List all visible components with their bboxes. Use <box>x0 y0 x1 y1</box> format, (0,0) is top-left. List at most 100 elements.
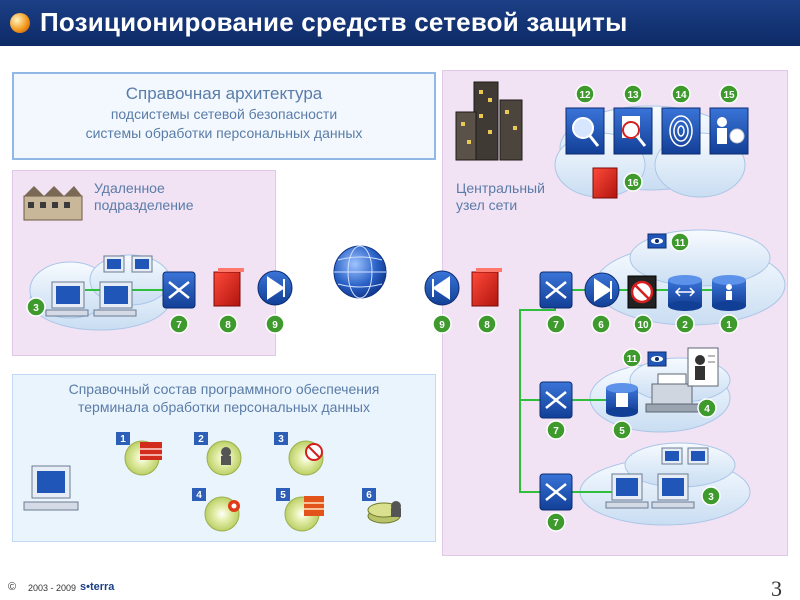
fingerprint-icon <box>661 107 701 155</box>
pc-icon <box>651 473 695 509</box>
soft-settings-cd-icon <box>204 496 240 532</box>
pc-icon <box>661 447 683 465</box>
svg-text:11: 11 <box>675 238 686 249</box>
badge-biometric: 14 <box>671 84 691 104</box>
svg-text:8: 8 <box>225 320 231 331</box>
pc-icon <box>45 281 89 317</box>
central-vpn-gateway-icon <box>424 270 460 306</box>
remote-office-label-2: подразделение <box>94 197 194 213</box>
user-server-icon <box>712 275 746 311</box>
badge-central-firewall: 8 <box>477 314 497 334</box>
badge-ids: 12 <box>575 84 595 104</box>
svg-text:8: 8 <box>484 320 490 331</box>
badge-certificate: 15 <box>719 84 739 104</box>
certificate-icon <box>709 107 749 155</box>
badge-remote-firewall: 8 <box>218 314 238 334</box>
printer-icon <box>645 373 699 413</box>
remote-workstations-icon <box>45 255 153 317</box>
internet-globe-icon <box>333 245 387 299</box>
badge-pcs-bottom: 3 <box>701 486 721 506</box>
pc-icon <box>93 281 137 317</box>
central-firewall-icon <box>471 268 502 307</box>
svg-text:6: 6 <box>366 490 372 501</box>
central-switch-icon <box>539 271 573 309</box>
footer-brand-logo: s•terra <box>80 581 115 593</box>
pc-icon <box>687 447 709 465</box>
page-number: 3 <box>771 576 782 600</box>
svg-text:16: 16 <box>627 178 639 189</box>
pc-icon <box>103 255 125 273</box>
pc-icon <box>131 255 153 273</box>
svg-text:11: 11 <box>627 354 638 365</box>
soft-firewall-cd-icon <box>124 440 162 476</box>
badge-central-vpn: 9 <box>432 314 452 334</box>
monitoring-eye-2-icon <box>647 351 667 367</box>
badge-central-switch: 7 <box>546 314 566 334</box>
svg-text:12: 12 <box>579 90 591 101</box>
monitoring-eye-icon <box>647 233 667 249</box>
remote-switch-icon <box>162 271 196 309</box>
database-server-icon <box>668 275 702 311</box>
badge-remote-switch: 7 <box>169 314 189 334</box>
soft-workstation-icon <box>23 465 79 511</box>
software-title-1: Справочный состав программного обеспечен… <box>68 381 380 397</box>
badge-scanner: 13 <box>623 84 643 104</box>
svg-text:7: 7 <box>553 320 559 331</box>
mid-switch-icon <box>539 381 573 419</box>
architecture-subtitle-2: системы обработки персональных данных <box>85 125 363 141</box>
soft-tag-5: 5 <box>276 488 290 501</box>
svg-text:9: 9 <box>272 320 278 331</box>
badge-server-docs: 5 <box>612 420 632 440</box>
remote-office-label-1: Удаленное <box>94 180 165 196</box>
svg-text:5: 5 <box>619 426 625 437</box>
title-bar: Позиционирование средств сетевой защиты <box>0 0 800 46</box>
central-node-label-1: Центральный <box>456 180 545 196</box>
badge-remote-pcs: 3 <box>26 297 46 317</box>
badge-server-db: 2 <box>675 314 695 334</box>
svg-text:4: 4 <box>196 490 202 501</box>
svg-text:10: 10 <box>637 320 649 331</box>
remote-office-label: Удаленное подразделение <box>94 180 194 214</box>
svg-text:7: 7 <box>176 320 182 331</box>
bottom-workstations-icon <box>605 447 709 509</box>
badge-remote-vpn: 9 <box>265 314 285 334</box>
soft-access-control-cd-icon <box>284 496 324 532</box>
svg-text:5: 5 <box>280 490 286 501</box>
architecture-title: Справочная архитектура <box>125 84 323 103</box>
svg-text:3: 3 <box>33 303 39 314</box>
soft-tag-2: 2 <box>194 432 208 445</box>
badge-red-box: 16 <box>623 172 643 192</box>
pc-icon <box>605 473 649 509</box>
soft-tag-4: 4 <box>192 488 206 501</box>
soft-tag-3: 3 <box>274 432 288 445</box>
svg-text:2: 2 <box>198 434 204 445</box>
soft-tag-6: 6 <box>362 488 376 501</box>
documents-server-icon <box>606 383 638 417</box>
factory-icon <box>23 186 83 221</box>
svg-text:3: 3 <box>278 434 284 445</box>
intrusion-detection-icon <box>565 107 605 155</box>
antivirus-icon <box>627 275 657 309</box>
bottom-switch-icon <box>539 473 573 511</box>
architecture-panel <box>12 72 436 160</box>
user-profile-card-icon <box>687 347 719 387</box>
svg-text:7: 7 <box>553 426 559 437</box>
security-scanner-icon <box>613 107 653 155</box>
soft-tag-1: 1 <box>116 432 130 445</box>
badge-switch-mid: 7 <box>546 420 566 440</box>
svg-text:1: 1 <box>120 434 126 445</box>
title-bullet-icon <box>10 13 30 33</box>
page-title: Позиционирование средств сетевой защиты <box>40 7 628 37</box>
remote-vpn-gateway-icon <box>257 270 293 306</box>
remote-firewall-icon <box>213 268 244 307</box>
svg-text:6: 6 <box>598 320 604 331</box>
svg-text:1: 1 <box>726 320 732 331</box>
badge-antivirus: 10 <box>633 314 653 334</box>
footer-years: 2003 - 2009 <box>28 583 77 593</box>
svg-text:7: 7 <box>553 518 559 529</box>
badge-printer: 4 <box>697 398 717 418</box>
badge-monitor-top: 11 <box>670 232 690 252</box>
office-buildings-icon <box>455 81 523 161</box>
svg-text:3: 3 <box>708 492 714 503</box>
